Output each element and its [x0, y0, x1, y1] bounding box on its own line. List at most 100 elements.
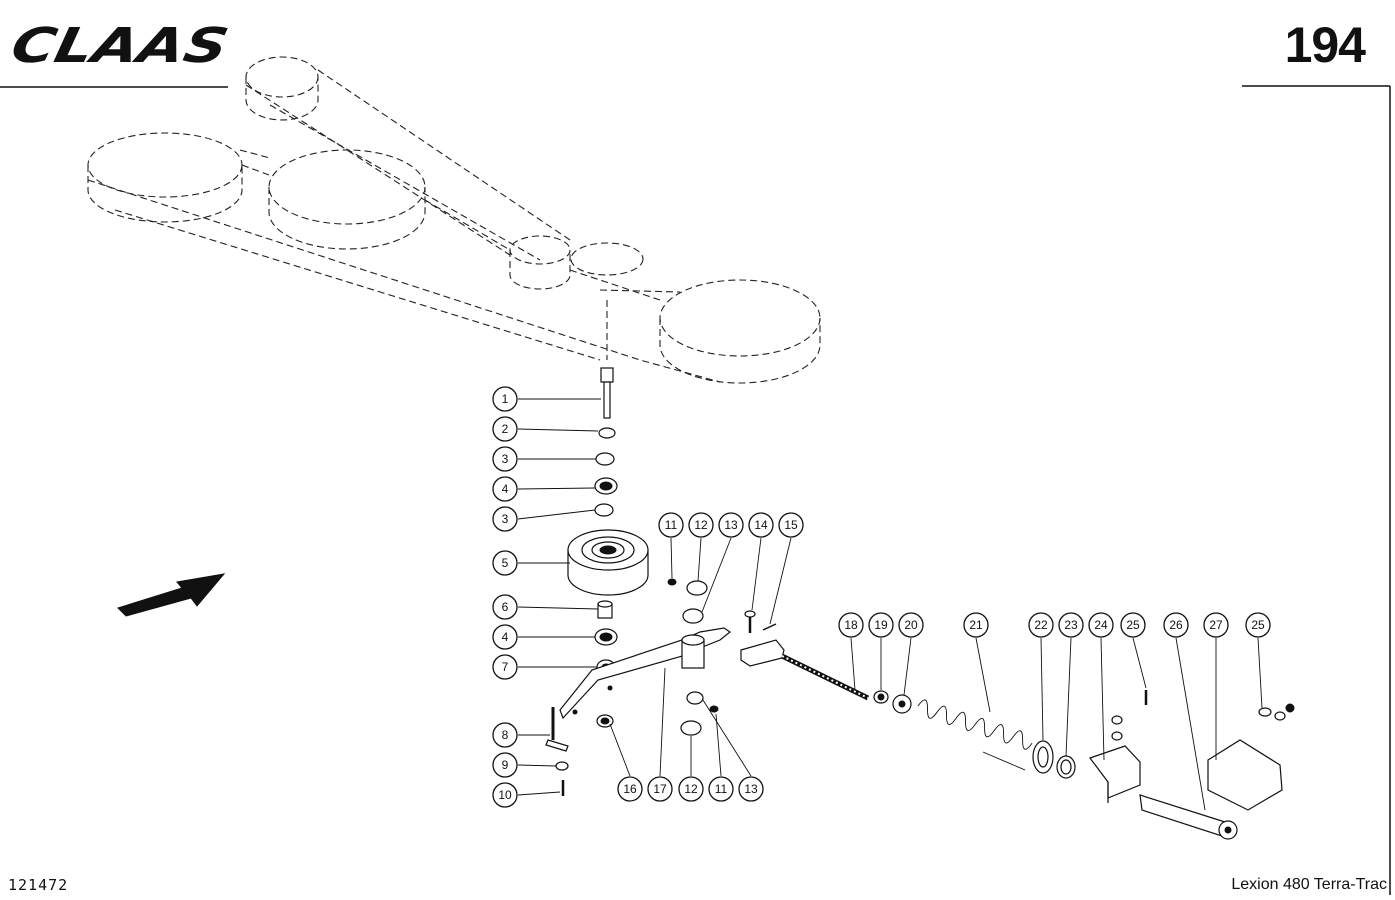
- callout-4b: 4: [492, 624, 518, 650]
- washer-part: [598, 427, 616, 439]
- callout-10: 10: [492, 782, 518, 808]
- model-name: Lexion 480 Terra-Trac: [1231, 876, 1387, 893]
- callout-15: 15: [778, 512, 804, 538]
- callout-24: 24: [1088, 612, 1114, 638]
- bearing-part-lower: [594, 628, 618, 646]
- svg-text:11: 11: [715, 782, 728, 796]
- direction-arrow: [117, 573, 226, 617]
- callout-11a: 11: [658, 512, 684, 538]
- svg-text:1: 1: [502, 392, 509, 406]
- sleeve-part: [682, 608, 704, 705]
- callout-8: 8: [492, 722, 518, 748]
- svg-text:9: 9: [502, 758, 509, 772]
- callout-16: 16: [617, 776, 643, 802]
- ring-part-spring: [1056, 755, 1076, 779]
- svg-text:18: 18: [844, 618, 858, 632]
- callout-19: 19: [868, 612, 894, 638]
- callout-14: 14: [748, 512, 774, 538]
- svg-text:13: 13: [744, 782, 758, 796]
- callout-3b: 3: [492, 506, 518, 532]
- svg-text:19: 19: [874, 618, 888, 632]
- nut-part-rod: [873, 690, 889, 704]
- callout-4a: 4: [492, 476, 518, 502]
- callout-17: 17: [647, 776, 673, 802]
- svg-text:7: 7: [502, 660, 509, 674]
- svg-text:16: 16: [623, 782, 637, 796]
- washer-part-small: [555, 761, 569, 771]
- svg-text:3: 3: [502, 512, 509, 526]
- callout-23: 23: [1058, 612, 1084, 638]
- ring-part: [595, 452, 615, 466]
- tension-arm-part: [559, 627, 732, 720]
- bearing-part: [594, 477, 618, 495]
- callout-13b: 13: [738, 776, 764, 802]
- bush-part: [680, 580, 708, 736]
- callout-9: 9: [492, 752, 518, 778]
- svg-text:12: 12: [684, 782, 698, 796]
- claas-logo: CLAAS: [6, 18, 233, 73]
- bushing-part: [597, 600, 613, 619]
- grease-nipple-part: [667, 578, 719, 713]
- callout-20: 20: [898, 612, 924, 638]
- svg-text:10: 10: [498, 788, 512, 802]
- callout-12a: 12: [688, 512, 714, 538]
- callout-18: 18: [838, 612, 864, 638]
- callout-7: 7: [492, 654, 518, 680]
- svg-text:11: 11: [665, 518, 678, 532]
- nut-part-arm: [596, 714, 614, 728]
- svg-text:17: 17: [653, 782, 667, 796]
- callout-12b: 12: [678, 776, 704, 802]
- svg-text:27: 27: [1209, 618, 1223, 632]
- spring-cup-part: [1032, 740, 1054, 774]
- svg-text:21: 21: [969, 618, 983, 632]
- tension-rod-part: [740, 639, 870, 701]
- belt-drive-outline: [87, 56, 821, 384]
- svg-text:13: 13: [724, 518, 738, 532]
- leader-lines: [517, 398, 1263, 811]
- svg-text:14: 14: [754, 518, 768, 532]
- washer-part-rod: [892, 694, 912, 714]
- svg-text:2: 2: [502, 422, 509, 436]
- bolt-part: [600, 367, 614, 419]
- svg-text:22: 22: [1034, 618, 1048, 632]
- callout-5: 5: [492, 550, 518, 576]
- svg-text:25: 25: [1126, 618, 1140, 632]
- page-number: 194: [1284, 17, 1366, 73]
- svg-text:5: 5: [502, 556, 509, 570]
- svg-text:4: 4: [502, 482, 509, 496]
- svg-text:8: 8: [502, 728, 509, 742]
- svg-text:6: 6: [502, 600, 509, 614]
- callout-21: 21: [963, 612, 989, 638]
- svg-text:24: 24: [1094, 618, 1108, 632]
- callout-27: 27: [1203, 612, 1229, 638]
- compression-spring-part: [917, 699, 1033, 771]
- callout-25b: 25: [1245, 612, 1271, 638]
- svg-text:25: 25: [1251, 618, 1265, 632]
- callout-13a: 13: [718, 512, 744, 538]
- pulley-part: [567, 529, 649, 596]
- sleeve-tube-part: [1139, 794, 1238, 840]
- ring-part-lower: [594, 503, 614, 517]
- bracket-part: [1089, 690, 1148, 803]
- callout-11b: 11: [708, 776, 734, 802]
- svg-text:26: 26: [1169, 618, 1183, 632]
- mounting-bracket-part: [1207, 703, 1295, 811]
- svg-text:3: 3: [502, 452, 509, 466]
- svg-text:20: 20: [904, 618, 918, 632]
- callout-25a: 25: [1120, 612, 1146, 638]
- svg-text:23: 23: [1064, 618, 1078, 632]
- callout-2: 2: [492, 416, 518, 442]
- callout-3a: 3: [492, 446, 518, 472]
- callout-6: 6: [492, 594, 518, 620]
- svg-text:CLAAS: CLAAS: [6, 18, 233, 73]
- svg-text:4: 4: [502, 630, 509, 644]
- stop-pin-part: [545, 707, 569, 752]
- svg-text:12: 12: [694, 518, 708, 532]
- drawing-id: 121472: [8, 876, 69, 894]
- callout-26: 26: [1163, 612, 1189, 638]
- callout-1: 1: [492, 386, 518, 412]
- pin-part: [744, 610, 777, 633]
- svg-text:15: 15: [784, 518, 798, 532]
- callout-22: 22: [1028, 612, 1054, 638]
